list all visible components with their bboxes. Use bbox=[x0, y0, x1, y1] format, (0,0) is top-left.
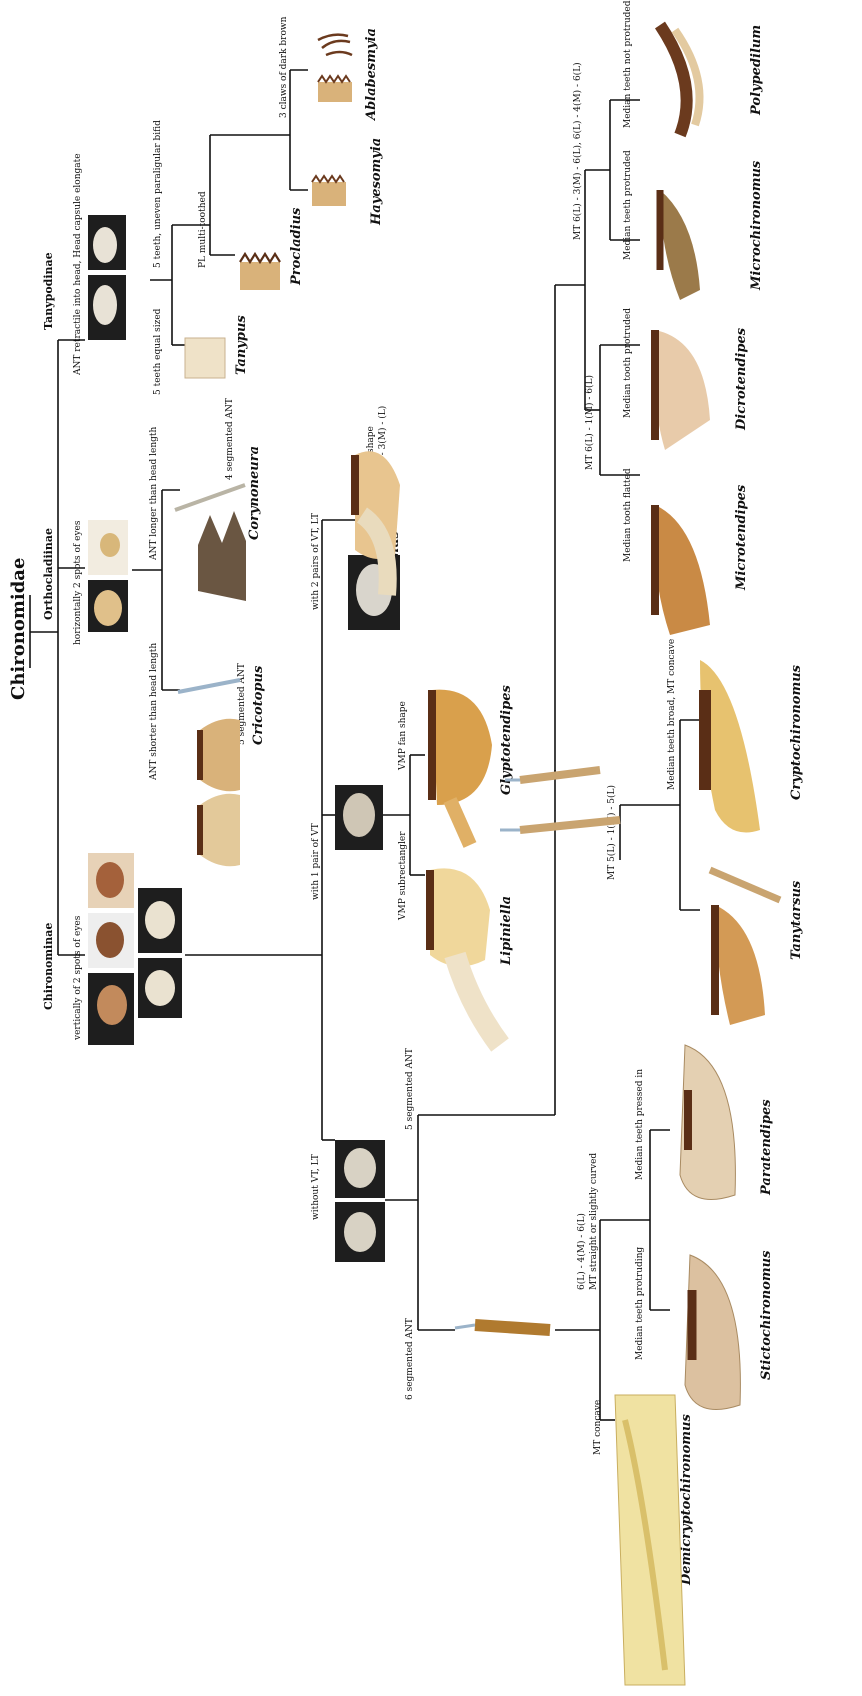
taxon-paratendipes: Paratendipes bbox=[759, 1099, 774, 1196]
family-title: Chironomidae bbox=[8, 558, 29, 700]
char-without-vt: without VT, LT bbox=[311, 1154, 321, 1220]
taxon-cricotopus: Cricotopus bbox=[251, 665, 266, 745]
subfamily-chironominae: Chironominae bbox=[42, 923, 55, 1010]
char-two-pairs-vt: with 2 pairs of VT, LT bbox=[311, 513, 321, 610]
char-ant-shorter: ANT shorter than head length bbox=[149, 643, 159, 781]
specimen-tanypus bbox=[185, 338, 225, 378]
char-median-not-protruded: Median teeth not protruded bbox=[623, 0, 633, 128]
specimen-tanytarsus-mentum bbox=[715, 905, 765, 1025]
specimen-cricotopus-mentum-2 bbox=[200, 794, 240, 867]
taxon-lipiniella: Lipiniella bbox=[499, 896, 514, 966]
char-one-pair-vt: with 1 pair of VT bbox=[311, 823, 321, 900]
char-pl-multi: PL multi-toothed bbox=[198, 191, 208, 268]
specimen-hayesomyia bbox=[312, 182, 346, 206]
specimen-lipiniella-body bbox=[455, 955, 500, 1045]
char-median-protruded: Median teeth protruded bbox=[623, 150, 633, 260]
specimen-procladius bbox=[240, 262, 280, 290]
char-six-seg-ant: 6 segmented ANT bbox=[405, 1318, 415, 1400]
subfamily-orthocladiinae: Orthocladiinae bbox=[42, 528, 55, 620]
char-median-broad: Median teeth broad, MT concave bbox=[667, 639, 677, 790]
char-median-tooth-flatted: Median tooth flatted bbox=[623, 468, 633, 562]
char-three-claws: 3 claws of dark brown bbox=[279, 16, 289, 118]
specimen-dicrotendipes-mentum bbox=[654, 330, 710, 450]
taxon-microchironomus: Microchironomus bbox=[749, 160, 764, 291]
char-tany-head: ANT retractile into head, Head capsule e… bbox=[73, 153, 83, 376]
specimen-microtendipes-mentum bbox=[654, 505, 710, 635]
char-mt-646: 6(L) - 4(M) - 6(L) bbox=[576, 1213, 587, 1290]
specimen-ablabesmyia-claws bbox=[318, 35, 352, 55]
taxon-hayesomyia: Hayesomyia bbox=[369, 138, 384, 226]
char-chiro-eyes: vertically of 2 spots of eyes bbox=[73, 915, 83, 1041]
specimen-six-seg-antenna bbox=[475, 1325, 550, 1330]
taxon-cryptochironomus: Cryptochironomus bbox=[789, 664, 804, 800]
taxon-dicrotendipes: Dicrotendipes bbox=[734, 327, 749, 431]
char-mt-long: MT 6(L) - 3(M) - 6(L), 6(L) - 4(M) - 6(L… bbox=[572, 62, 583, 240]
char-vmp-subrect: VMP subrectangler bbox=[398, 831, 408, 921]
char-mt-concave: MT concave bbox=[593, 1400, 603, 1455]
specimen-cricotopus-mentum-1 bbox=[200, 719, 240, 792]
specimen-cricotopus-antenna bbox=[178, 680, 240, 692]
char-four-seg-ant: 4 segmented ANT bbox=[225, 398, 235, 480]
taxon-glyptotendipes: Glyptotendipes bbox=[499, 685, 514, 795]
specimen-antenna-a bbox=[520, 770, 600, 780]
char-five-uneven: 5 teeth, uneven paraligular bifid bbox=[153, 120, 163, 268]
char-median-tooth-protruded: Median tooth protruded bbox=[623, 308, 633, 418]
char-mt-61: MT 6(L) - 1(M) - 6(L) bbox=[584, 375, 595, 470]
specimen-tanytarsus-antenna bbox=[710, 870, 780, 900]
specimen-lipiniella-mentum bbox=[430, 868, 490, 966]
char-five-seg-ant-b: 5 segmented ANT bbox=[405, 1048, 415, 1130]
taxon-demicryptochironomus: Demicryptochironomus bbox=[679, 1414, 694, 1586]
taxon-ablabesmyia: Ablabesmyia bbox=[364, 28, 379, 122]
specimen-corynoneura-antenna bbox=[175, 485, 245, 510]
specimen-microchironomus-mentum bbox=[660, 190, 700, 300]
taxon-procladius: Procladius bbox=[289, 207, 304, 286]
char-ortho-eyes: horizontally 2 spots of eyes bbox=[73, 520, 83, 645]
taxon-corynoneura: Corynoneura bbox=[247, 446, 262, 540]
char-median-protruding: Median teeth protruding bbox=[635, 1247, 645, 1360]
subfamily-tanypodinae: Tanypodinae bbox=[42, 252, 55, 330]
specimen-ablabesmyia-ligula bbox=[318, 82, 352, 102]
char-mt-straight: MT straight or slightly curved bbox=[589, 1153, 599, 1290]
taxon-stictochironomus: Stictochironomus bbox=[759, 1250, 774, 1380]
taxon-microtendipes: Microtendipes bbox=[734, 484, 749, 591]
char-mt-51: MT 5(L) - 1(M) - 5(L) bbox=[606, 785, 617, 880]
specimen-glyptotendipes-mentum bbox=[432, 690, 492, 805]
taxon-tanypus: Tanypus bbox=[234, 315, 249, 375]
taxon-polypedilum: Polypedilum bbox=[749, 25, 764, 116]
char-five-equal: 5 teeth equal sized bbox=[153, 308, 163, 395]
taxon-tanytarsus: Tanytarsus bbox=[789, 880, 804, 960]
specimen-antenna-b bbox=[520, 820, 620, 830]
char-ant-longer: ANT longer than head length bbox=[149, 426, 159, 561]
specimen-corynoneura-mentum bbox=[198, 511, 246, 601]
char-median-pressed: Median teeth pressed in bbox=[635, 1069, 645, 1180]
char-vmp-fan: VMP fan shape bbox=[398, 701, 408, 771]
